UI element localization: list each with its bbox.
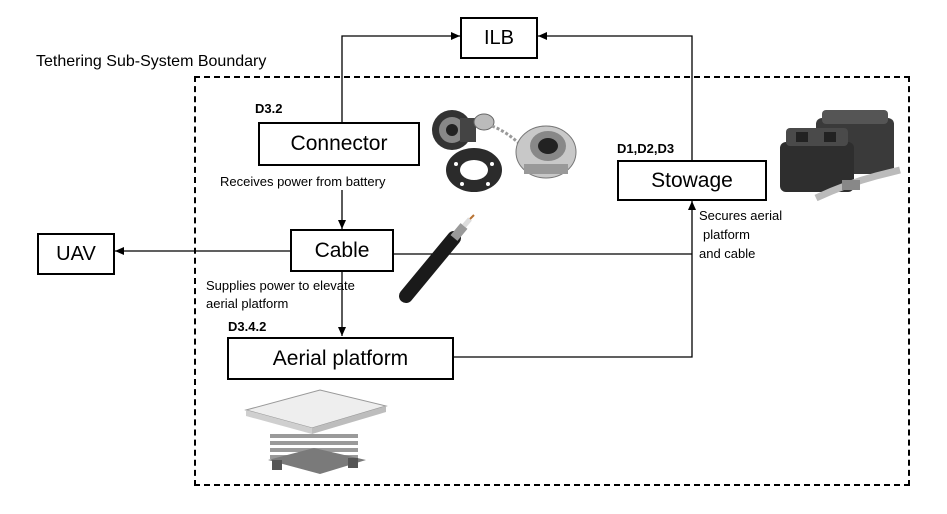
stowage-box: Stowage [617,160,767,201]
subsystem-boundary [194,76,910,486]
connector-box: Connector [258,122,420,166]
cable-box: Cable [290,229,394,272]
battery-box-icon [780,110,901,202]
stowage-note-line3: and cable [699,246,756,261]
scissor-lift-platform-icon [244,389,388,474]
cable-note-line2: aerial platform [206,296,289,311]
connector-to-ilb-line [341,32,460,122]
aerial-platform-box: Aerial platform [227,337,454,380]
platform-to-stowage-arrow [454,201,696,358]
connector-hardware-icon [432,110,577,192]
ilb-box: ILB [460,17,538,59]
stowage-note-line2: platform [703,227,750,242]
boundary-label: Tethering Sub-System Boundary [36,53,267,70]
stowage-to-ilb-line [538,32,693,160]
stowage-tag: D1,D2,D3 [617,141,675,156]
stowage-note-line1: Secures aerial [699,208,783,223]
uav-box: UAV [37,233,115,275]
connector-note: Receives power from battery [220,174,386,189]
platform-tag: D3.4.2 [228,319,267,334]
cable-note-line1: Supplies power to elevate [206,278,355,293]
coaxial-cable-icon [399,214,475,303]
connector-tag: D3.2 [255,101,283,116]
